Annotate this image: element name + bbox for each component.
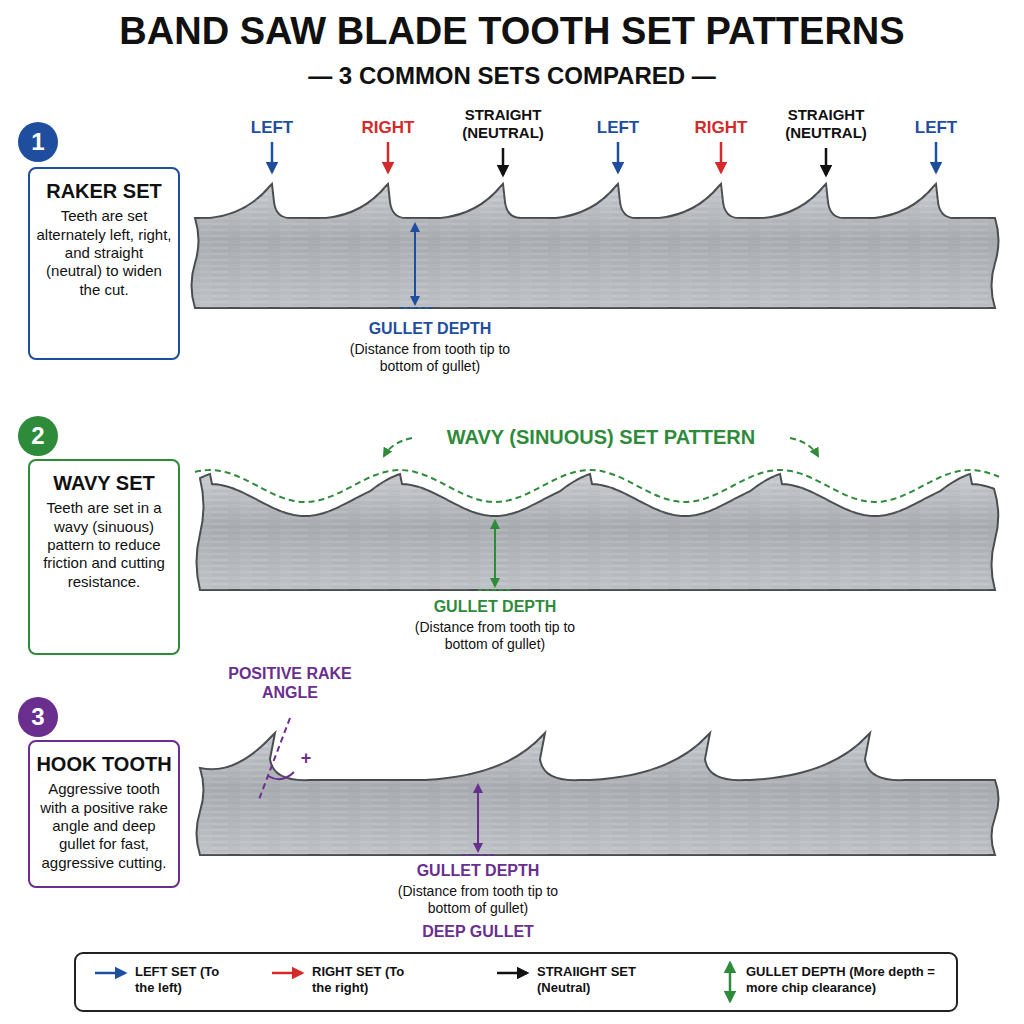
blade-body (192, 184, 999, 308)
description-box: WAVY SET Teeth are set in a wavy (sinuous… (28, 459, 180, 655)
step-number-badge: 1 (17, 121, 59, 163)
dimension-note: (Distance from tooth tip to bottom of gu… (330, 341, 530, 374)
legend-text: RIGHT SET (To the right) (312, 964, 417, 995)
blade-texture (197, 474, 999, 590)
set-direction: STRAIGHT (NEUTRAL) (776, 106, 876, 141)
step-number-badge: 2 (17, 415, 59, 457)
wave-pattern-line (195, 470, 999, 502)
legend-sample-arrow (272, 972, 302, 975)
step-number: 3 (17, 696, 59, 738)
blade-texture (197, 733, 999, 855)
dimension-label: GULLET DEPTH (330, 320, 530, 339)
legend-text: STRAIIGHT SET (Neutral) (537, 964, 657, 995)
box-heading: WAVY SET (36, 471, 172, 495)
box-body: Teeth are set in a wavy (sinuous) patter… (36, 499, 172, 590)
description-box: RAKER SET Teeth are set alternately left,… (28, 167, 180, 360)
pattern-label: WAVY (SINUOUS) SET PATTERN (416, 426, 786, 450)
box-body: Teeth are set alternately left, right, a… (36, 207, 172, 298)
box-body: Aggressive tooth with a positive rake an… (36, 780, 172, 871)
set-direction: LEFT (896, 118, 976, 138)
set-direction: RIGHT (681, 118, 761, 138)
set-arrows (272, 142, 936, 175)
set-direction: LEFT (578, 118, 658, 138)
legend-sample-arrow (95, 972, 125, 975)
box-heading: RAKER SET (36, 179, 172, 203)
dimension-label: GULLET DEPTH (378, 862, 578, 881)
step-number-badge: 3 (17, 696, 59, 738)
step-number: 2 (17, 415, 59, 457)
blade-body (197, 474, 999, 590)
gullet-depth-arrow (400, 224, 512, 855)
title: BAND SAW BLADE TOOTH SET PATTERNS (0, 10, 1024, 53)
rake-angle (258, 718, 294, 802)
dimension-label: DEEP GULLET (378, 923, 578, 942)
dimension-note: (Distance from tooth tip to bottom of gu… (378, 883, 578, 916)
legend-frame (75, 953, 957, 1011)
set-direction: STRAIGHT (NEUTRAL) (453, 106, 553, 141)
step-number: 1 (17, 121, 59, 163)
legend-sample-arrow (497, 972, 527, 975)
angle-sign: + (298, 748, 314, 769)
set-direction: LEFT (232, 118, 312, 138)
box-heading: HOOK TOOTH (36, 752, 172, 776)
legend-text: GULLET DEPTH (More depth = more chip cle… (746, 964, 951, 995)
set-direction: RIGHT (348, 118, 428, 138)
legend-text: LEFT SET (To the left) (135, 964, 235, 995)
blade-body (197, 733, 999, 855)
legend-sample-arrow (729, 963, 732, 1001)
dimension-label: GULLET DEPTH (395, 598, 595, 617)
subtitle: — 3 COMMON SETS COMPARED — (192, 62, 832, 90)
blade-texture (192, 184, 999, 308)
dimension-note: (Distance from tooth tip to bottom of gu… (395, 619, 595, 652)
description-box: HOOK TOOTH Aggressive tooth with a positi… (28, 740, 180, 888)
angle-label: POSITIVE RAKE ANGLE (225, 665, 355, 703)
